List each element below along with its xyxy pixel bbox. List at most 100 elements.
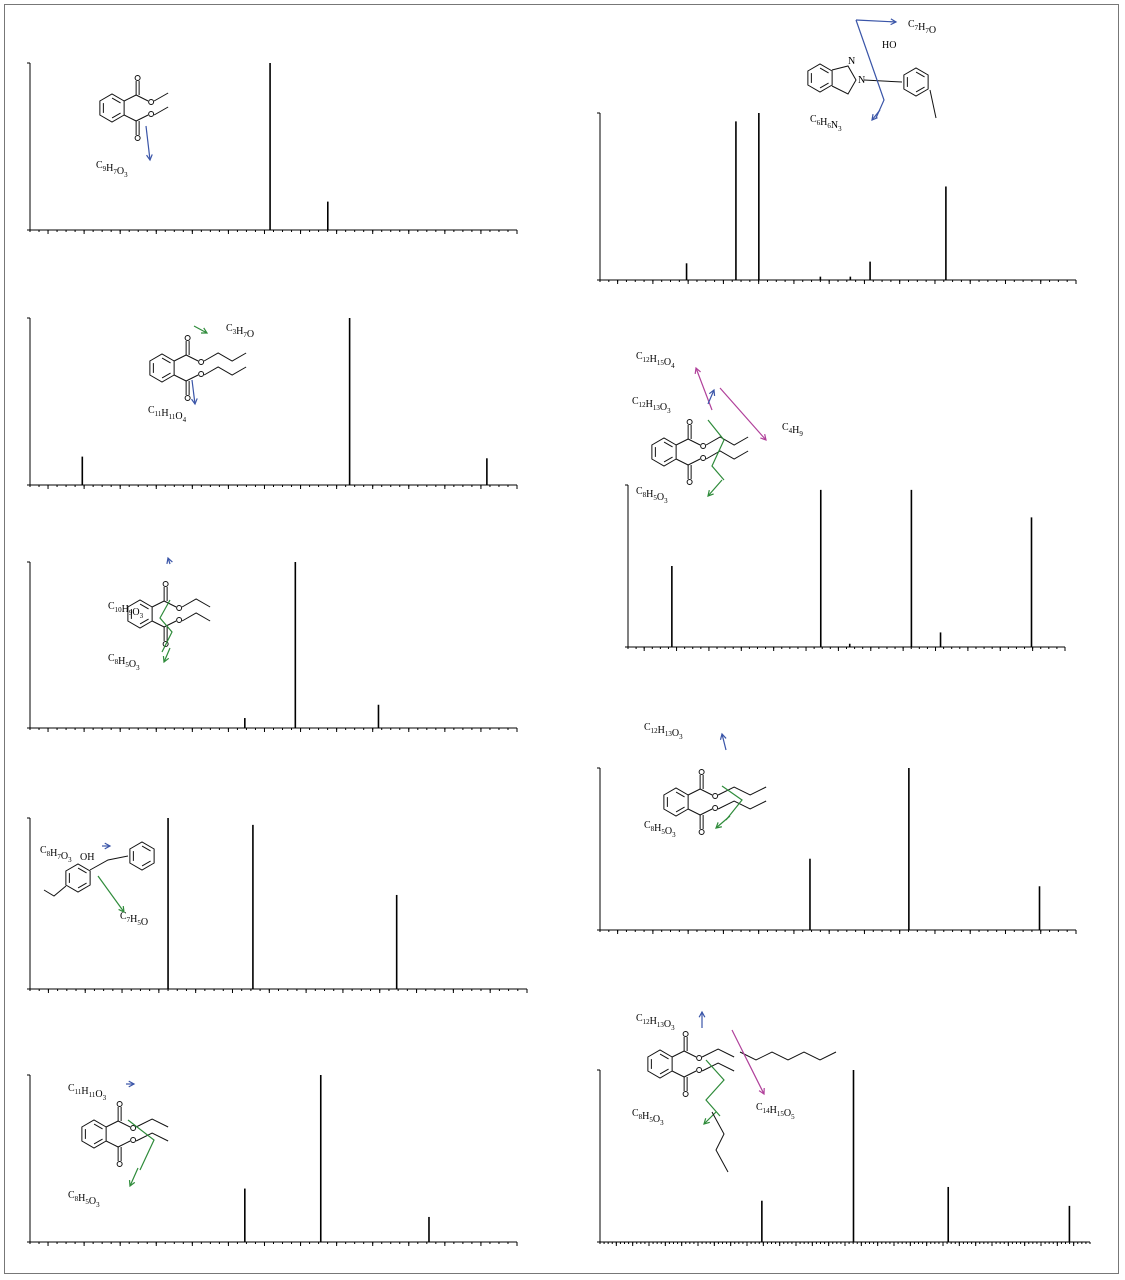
double-bond <box>663 456 673 463</box>
bond <box>185 354 199 362</box>
oxygen-atom <box>696 1055 703 1061</box>
oxygen-atom <box>130 1137 137 1143</box>
fragment-formula: C8H5O3 <box>632 1108 664 1127</box>
oxygen-atom <box>712 805 719 811</box>
bond <box>123 114 137 122</box>
bond <box>717 786 767 796</box>
double-bond <box>659 1053 669 1060</box>
bond <box>671 1070 685 1078</box>
cleavage-arrow <box>715 815 731 829</box>
bond <box>151 620 165 628</box>
arrow-head <box>708 388 716 397</box>
cleavage-arrow <box>703 1111 717 1125</box>
nitrogen-atom: N <box>848 56 855 67</box>
cleavage-arrow <box>191 379 196 405</box>
cleavage-arrow <box>193 325 208 334</box>
bond <box>687 788 701 796</box>
bond <box>181 612 211 622</box>
double-bond <box>77 867 87 874</box>
cleavage-path <box>721 785 743 821</box>
arrow-head <box>146 154 153 162</box>
cleavage-arrow <box>163 647 171 663</box>
double-bond <box>139 603 149 610</box>
bond <box>163 600 177 608</box>
cleavage-arrow <box>129 1167 139 1187</box>
cleavage-arrow <box>731 1029 765 1095</box>
arrow-head <box>715 822 722 829</box>
arrow-head <box>104 842 112 850</box>
fragment-formula: C11H11O4 <box>148 405 187 424</box>
oxygen-atom <box>148 99 155 105</box>
bond <box>717 800 767 810</box>
double-bond <box>915 71 925 78</box>
fragment-formula: C12H13O3 <box>636 1013 675 1032</box>
bond <box>701 1048 735 1058</box>
bond <box>675 438 689 446</box>
arrow-head <box>166 556 173 565</box>
bond <box>117 1140 131 1148</box>
arrow-head <box>694 366 701 375</box>
bond <box>687 438 701 446</box>
oxygen-atom <box>134 75 141 81</box>
oxygen-atom <box>184 335 191 341</box>
double-bond <box>659 1068 669 1075</box>
cleavage-arrow <box>855 19 897 23</box>
oxygen-atom <box>116 1161 123 1167</box>
fragment-formula: C7H5O <box>120 911 148 928</box>
fragment-formula: C8H5O3 <box>636 486 668 505</box>
bond <box>135 94 149 102</box>
fragment-formula: C8H5O3 <box>108 653 140 672</box>
double-bond <box>819 67 829 74</box>
cleavage-arrow <box>719 387 767 441</box>
bond <box>739 1051 837 1061</box>
bond <box>185 374 199 382</box>
cleavage-path <box>159 599 173 653</box>
bond <box>863 79 903 83</box>
double-bond <box>675 791 685 798</box>
bond <box>687 808 701 816</box>
double-bond <box>663 441 673 448</box>
cleavage-path <box>855 19 885 119</box>
bond <box>153 92 169 102</box>
arrow-head <box>760 434 767 441</box>
oxygen-atom <box>712 793 719 799</box>
benzene-ring <box>807 63 833 93</box>
bond <box>153 106 169 116</box>
oxygen-atom <box>686 419 693 425</box>
cleavage-path <box>127 1119 155 1171</box>
double-bond <box>111 112 121 119</box>
cleavage-arrow <box>145 125 151 161</box>
cleavage-arrow <box>97 875 125 913</box>
nitrogen-atom: N <box>858 75 865 86</box>
fragment-formula: C9H7O3 <box>96 160 128 179</box>
bond <box>683 1070 697 1078</box>
oxygen-atom <box>148 111 155 117</box>
oxygen-atom <box>116 1101 123 1107</box>
bond <box>135 114 149 122</box>
bond <box>701 1062 735 1072</box>
bond <box>675 458 689 466</box>
bond <box>173 354 187 362</box>
oxygen-atom <box>162 641 169 647</box>
arrow-head <box>162 655 170 664</box>
oxygen-atom <box>198 359 205 365</box>
hydroxyl-group: HO <box>882 40 896 51</box>
oxygen-atom <box>176 617 183 623</box>
oxygen-atom <box>700 443 707 449</box>
oxygen-atom <box>682 1091 689 1097</box>
double-bond <box>819 82 829 89</box>
double-bond <box>93 1138 103 1145</box>
oxygen-atom <box>184 395 191 401</box>
cleavage-arrow <box>871 109 881 121</box>
bond <box>687 458 701 466</box>
fragment-formula: C11H11O3 <box>68 1083 107 1102</box>
fragment-formula: C12H15O4 <box>636 351 675 370</box>
double-bond <box>77 882 87 889</box>
double-bond <box>111 97 121 104</box>
double-bond <box>161 357 171 364</box>
